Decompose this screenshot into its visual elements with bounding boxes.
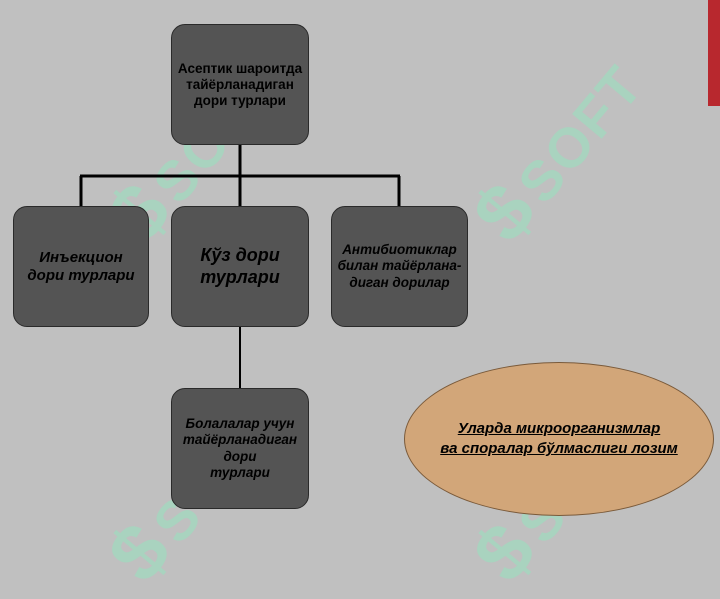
accent-bar — [708, 0, 720, 106]
child-node-label: Кўз дори турлари — [200, 244, 280, 287]
note-ellipse: Уларда микроорганизмлар ва споралар бўлм… — [404, 362, 714, 516]
root-node: Асептик шароитда тайёрланадиган дори тур… — [171, 24, 309, 145]
note-text: Уларда микроорганизмлар ва споралар бўлм… — [440, 419, 678, 457]
child-node-antibiotic: Антибиотиклар билан тайёрлана- диган дор… — [331, 206, 468, 327]
child-node-label: Инъекцион дори турлари — [27, 248, 135, 284]
child-node-label: Антибиотиклар билан тайёрлана- диган дор… — [337, 242, 462, 290]
child-node-eye: Кўз дори турлари — [171, 206, 309, 327]
grandchild-node-label: Болалалар учун тайёрланадиган дори турла… — [182, 416, 298, 480]
root-node-label: Асептик шароитда тайёрланадиган дори тур… — [177, 61, 303, 109]
grandchild-node-children: Болалалар учун тайёрланадиган дори турла… — [171, 388, 309, 509]
child-node-injection: Инъекцион дори турлари — [13, 206, 149, 327]
connector-lines — [79, 145, 401, 388]
